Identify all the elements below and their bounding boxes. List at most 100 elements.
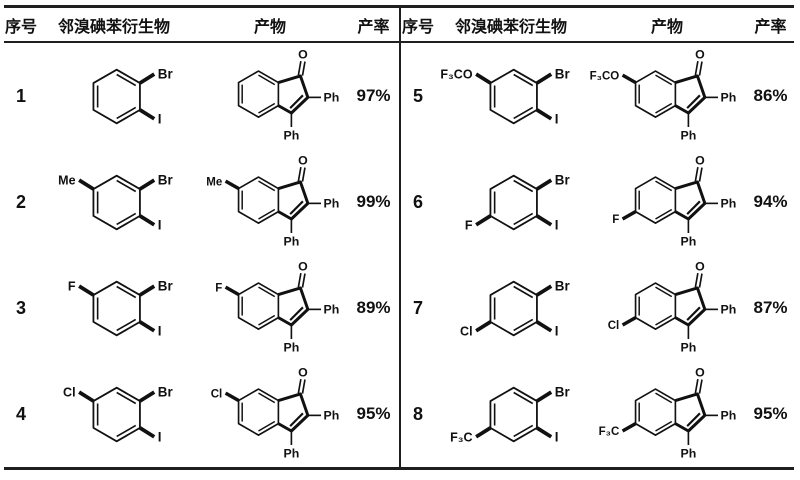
ph2-label: Ph <box>323 197 339 211</box>
header-entry: 序号 <box>401 18 434 36</box>
carbonyl-bond <box>698 379 703 394</box>
carbonyl-o-label: O <box>695 260 705 273</box>
product-drawing: O Ph Ph Cl Cl <box>608 260 737 355</box>
ph2-label: Ph <box>720 197 736 211</box>
substituent-label: Cl <box>63 385 76 399</box>
header-entry: 序号 <box>4 18 37 36</box>
cyclopentenone-ring <box>277 180 310 221</box>
product-drawing: O Ph Ph F₃C F₃C <box>599 366 737 460</box>
entry-number: 8 <box>412 403 423 424</box>
i-bond <box>138 319 156 332</box>
carbonyl-o-label: O <box>695 48 705 61</box>
substituent-bond <box>224 179 240 191</box>
carbonyl-bond <box>301 167 306 182</box>
product-drawing: O Ph Ph F F <box>612 154 736 248</box>
i-bond <box>138 213 156 226</box>
cyclopentenone-ring <box>674 286 707 327</box>
table-row: 1 Br I <box>4 43 399 149</box>
br-label: Br <box>555 172 571 187</box>
i-bond <box>535 213 553 226</box>
substrate-structure: Br I F₃CO F₃CO <box>435 50 587 143</box>
br-label: Br <box>555 384 571 399</box>
ph3-label: Ph <box>284 129 300 143</box>
cyclopentenone-ring <box>277 286 310 327</box>
product-drawing: O Ph Ph <box>237 48 339 143</box>
substituent-label: Cl <box>608 320 620 332</box>
substituent-bond <box>78 178 95 191</box>
cyclopentenone-ring <box>674 392 707 433</box>
carbonyl-o-label: O <box>695 154 705 167</box>
carbonyl-o-label: O <box>298 48 308 61</box>
br-bond <box>535 284 553 297</box>
benzene-ring <box>489 174 538 230</box>
benzene-ring <box>489 68 538 124</box>
product-structure: O Ph Ph F₃C F₃C <box>587 366 747 461</box>
substrate-drawing: Br I Cl Cl <box>63 384 173 444</box>
carbonyl-bond <box>698 167 703 182</box>
i-bond <box>535 107 553 120</box>
substituent-label: Me <box>58 173 75 187</box>
br-label: Br <box>158 172 174 187</box>
benzene-ring <box>237 70 280 119</box>
product-structure: O Ph Ph Cl Cl <box>587 260 747 355</box>
ph3-label: Ph <box>681 341 697 355</box>
substrate-structure: Br I <box>38 50 190 143</box>
substrate-drawing: Br I <box>92 66 174 126</box>
i-label: I <box>555 111 559 126</box>
carbonyl-bond <box>698 273 703 288</box>
ph3-label: Ph <box>284 341 300 355</box>
product-structure: O Ph Ph Cl Cl <box>190 366 350 461</box>
br-bond <box>535 178 553 191</box>
benzene-ring <box>634 176 677 225</box>
carbonyl-o-label: O <box>298 366 308 379</box>
substituent-label: F <box>612 214 619 226</box>
product-structure: O Ph Ph Me Me <box>190 154 350 249</box>
benzene-ring <box>237 388 280 437</box>
substituent-label: Cl <box>460 324 473 338</box>
table-row: 4 Br I Cl Cl <box>4 361 399 467</box>
yield-value: 97% <box>356 86 391 105</box>
header-substrate: 邻溴碘苯衍生物 <box>57 18 170 36</box>
i-bond <box>535 319 553 332</box>
header-product: 产物 <box>253 18 286 36</box>
i-label: I <box>555 429 559 444</box>
substituent-bond <box>621 73 637 85</box>
ph3-label: Ph <box>284 447 300 461</box>
entry-number: 6 <box>412 191 423 212</box>
carbonyl-bond <box>694 273 699 288</box>
table-row: 2 Br I Me Me <box>4 149 399 255</box>
carbonyl-o-label: O <box>298 154 308 167</box>
i-label: I <box>555 323 559 338</box>
substituent-label: F <box>68 279 76 293</box>
substituent-bond <box>621 316 637 327</box>
ph3-label: Ph <box>681 129 697 143</box>
yield-value: 87% <box>753 298 788 317</box>
yield-value: 89% <box>356 298 391 317</box>
substituent-bond <box>78 390 95 403</box>
carbonyl-bond <box>694 167 699 182</box>
substrate-structure: Br I Cl Cl <box>38 368 190 461</box>
benzene-ring <box>237 282 280 331</box>
substituent-bond <box>475 72 492 85</box>
ph3-label: Ph <box>284 235 300 249</box>
carbonyl-bond <box>297 61 302 76</box>
benzene-ring <box>92 68 141 124</box>
i-label: I <box>158 217 162 232</box>
benzene-ring <box>92 174 141 230</box>
carbonyl-bond <box>297 379 302 394</box>
product-drawing: O Ph Ph Cl Cl <box>211 366 340 461</box>
br-label: Br <box>158 66 174 81</box>
yield-value: 95% <box>356 404 391 423</box>
substrate-drawing: Br I Me Me <box>58 172 174 232</box>
table-left-half: 序号 邻溴碘苯衍生物 产物 产率 1 <box>4 8 399 467</box>
substrate-structure: Br I Cl Cl <box>435 262 587 355</box>
entry-number: 5 <box>412 85 423 106</box>
br-label: Br <box>555 66 571 81</box>
benzene-ring <box>237 176 280 225</box>
carbonyl-bond <box>698 61 703 76</box>
i-label: I <box>158 323 162 338</box>
br-bond <box>535 390 553 403</box>
i-bond <box>138 107 156 120</box>
cyclopentenone-ring <box>674 74 707 115</box>
substituent-bond <box>621 210 637 221</box>
